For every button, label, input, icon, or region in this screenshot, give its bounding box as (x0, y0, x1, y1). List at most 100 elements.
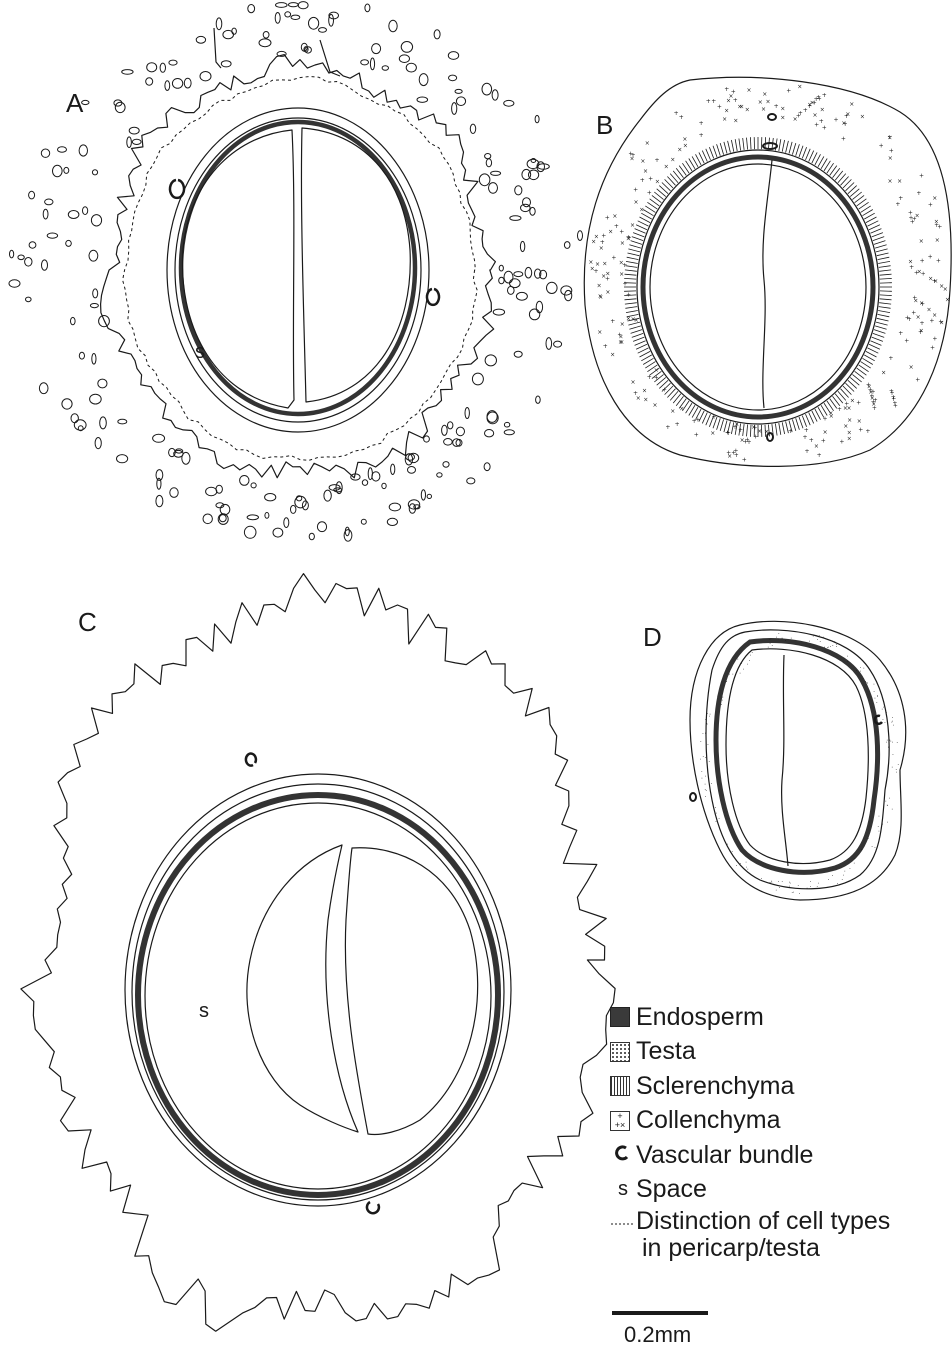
legend-item-distinction: Distinction of cell types (610, 1207, 950, 1235)
pericarp-cell (482, 83, 492, 95)
sclerenchyma-hatch (792, 143, 795, 155)
section-a-testa-inner (175, 118, 421, 422)
tissue-dot: · (849, 866, 851, 873)
pericarp-cell (522, 169, 531, 179)
tissue-dot: · (779, 885, 781, 892)
sclerenchyma-hatch (720, 419, 723, 431)
sclerenchyma-hatch (873, 333, 884, 337)
tissue-dot: × (620, 240, 625, 247)
pericarp-cell (448, 422, 453, 429)
sclerenchyma-hatch (629, 326, 641, 329)
pericarp-cell (510, 279, 521, 288)
tissue-dot: + (858, 427, 863, 434)
tissue-dot: · (878, 829, 880, 836)
sclerenchyma-hatch (806, 149, 811, 160)
tissue-dot: × (915, 213, 920, 220)
tissue-dot: · (878, 814, 880, 821)
legend-item-collenchyma: ++× Collenchyma (610, 1104, 950, 1139)
tissue-dot: + (908, 210, 913, 217)
tissue-dot: × (761, 106, 766, 113)
tissue-dot: · (836, 642, 838, 649)
section-c-cotyledon-left (247, 845, 358, 1132)
sclerenchyma-hatch (775, 424, 777, 436)
tissue-dot: · (882, 812, 884, 819)
tissue-dot: · (890, 739, 892, 746)
tissue-dot: · (837, 881, 839, 888)
tissue-dot: · (705, 794, 707, 801)
tissue-dot: + (821, 438, 826, 445)
tissue-dot: + (679, 114, 684, 121)
tissue-dot: · (887, 745, 889, 752)
sclerenchyma-hatch (802, 416, 806, 427)
tissue-dot: + (915, 377, 920, 384)
sclerenchyma-hatch (717, 144, 721, 156)
pericarp-cell (79, 352, 84, 359)
pericarp-cell (401, 42, 412, 53)
sclerenchyma-hatch (782, 140, 784, 152)
pericarp-cell (10, 250, 14, 258)
scale-bar (612, 1311, 708, 1315)
tissue-dot: · (860, 665, 862, 672)
pericarp-cell (66, 240, 72, 246)
section-d-vascular-bundle-right (875, 716, 882, 724)
tissue-dot: + (798, 110, 803, 117)
pericarp-cell (510, 216, 521, 221)
sclerenchyma-hatch (633, 337, 644, 341)
tissue-dot: × (932, 195, 937, 202)
pericarp-cell (58, 147, 67, 153)
pericarp-cell (147, 63, 157, 72)
pericarp-cell (499, 265, 503, 271)
tissue-dot: × (608, 229, 613, 236)
sclerenchyma-hatch (866, 217, 877, 223)
tissue-dot: · (863, 666, 865, 673)
sclerenchyma-hatch (879, 303, 891, 304)
tissue-dot: · (866, 680, 868, 687)
sclerenchyma-hatch (626, 261, 638, 263)
sclerenchyma-hatch (782, 422, 784, 434)
tissue-dot: · (751, 650, 753, 657)
pericarp-cell (289, 3, 299, 7)
pericarp-cell (90, 304, 98, 308)
legend-item-testa: Testa (610, 1035, 950, 1070)
pericarp-cell (536, 301, 542, 313)
pericarp-cell (29, 242, 36, 248)
pericarp-cell (127, 137, 132, 148)
endosperm-swatch (610, 1007, 630, 1027)
pericarp-cell (203, 514, 212, 524)
pericarp-cell (291, 505, 296, 513)
pericarp-cell (391, 464, 395, 474)
tissue-dot: + (904, 338, 909, 345)
sclerenchyma-hatch (706, 149, 711, 160)
tissue-dot: · (739, 670, 741, 677)
tissue-dot: × (664, 164, 669, 171)
sclerenchyma-hatch (632, 237, 643, 241)
tissue-dot: · (722, 694, 724, 701)
sclerenchyma-hatch (625, 307, 637, 309)
sclerenchyma-hatch (747, 138, 748, 150)
sclerenchyma-hatch (868, 348, 879, 353)
sclerenchyma-hatch (628, 249, 640, 252)
sclerenchyma-hatch (880, 295, 892, 296)
section-c-endosperm (138, 795, 498, 1195)
pericarp-cell (493, 309, 504, 315)
tissue-dot: × (935, 237, 940, 244)
tissue-dot: + (633, 390, 638, 397)
pericarp-cell (382, 66, 388, 71)
tissue-dot: + (675, 421, 680, 428)
section-d-testa-cells: ········································… (700, 631, 900, 898)
pericarp-cell (90, 394, 102, 404)
tissue-dot: · (891, 806, 893, 813)
tissue-dot: + (694, 431, 699, 438)
tissue-dot: · (886, 738, 888, 745)
legend-label-vascular-bundle: Vascular bundle (636, 1141, 813, 1170)
pericarp-cell (561, 286, 572, 295)
sclerenchyma-hatch (779, 139, 781, 151)
pericarp-cell (93, 289, 98, 298)
tissue-dot: · (881, 706, 883, 713)
pericarp-cell (196, 36, 205, 43)
pericarp-cell (71, 317, 76, 324)
tissue-dot: + (928, 202, 933, 209)
pericarp-cell (265, 494, 276, 501)
tissue-dot: + (872, 405, 877, 412)
sclerenchyma-hatch (747, 425, 748, 437)
